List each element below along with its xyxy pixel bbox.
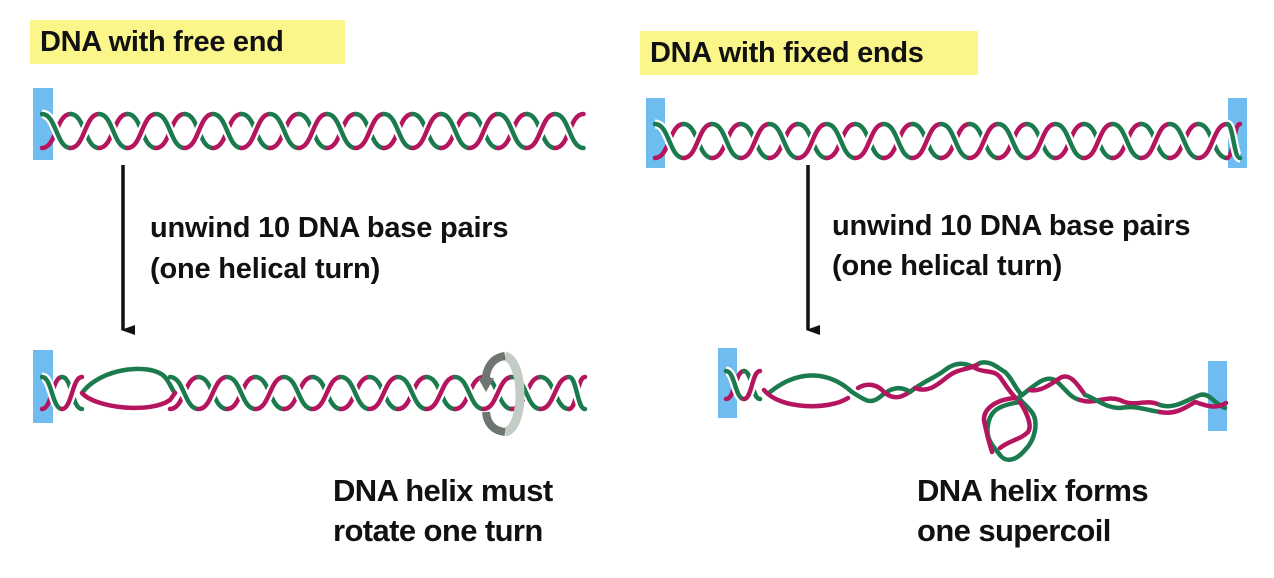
dna-strand-segment	[552, 111, 586, 151]
dna-strand-segment	[481, 374, 515, 412]
dna-strand-segment	[741, 368, 763, 402]
dna-strand-segment	[153, 111, 187, 151]
dna-strand-segment	[296, 111, 330, 151]
unwound-strand-top	[767, 373, 855, 395]
left-result-line1: DNA helix must	[333, 473, 553, 508]
dna-strand-segment	[881, 121, 915, 161]
dna-strand-segment	[210, 111, 244, 151]
dna-strand-segment	[310, 374, 344, 412]
dna-strand-segment	[182, 111, 216, 151]
dna-strand-segment	[849, 385, 913, 404]
right-result-line1: DNA helix forms	[917, 473, 1149, 508]
dna-strand-segment	[281, 374, 315, 412]
dna-strand-segment	[855, 382, 918, 400]
dna-strand-segment	[824, 121, 858, 161]
supercoil-strand	[985, 399, 1023, 458]
dna-helix-bottom-right-supercoiled	[723, 360, 1229, 462]
dna-strand-segment	[495, 111, 529, 151]
dna-strand-segment	[68, 111, 102, 151]
dna-strand-segment	[324, 111, 358, 151]
dna-strand-segment	[910, 121, 944, 161]
dna-strand-segment	[253, 374, 287, 412]
dna-strand-segment	[353, 111, 387, 151]
dna-strand-segment	[912, 360, 983, 392]
right-result-line2: one supercoil	[917, 513, 1111, 548]
dna-strand-segment	[1196, 121, 1230, 161]
dna-strand-segment	[566, 374, 588, 412]
dna-strand-segment	[1167, 121, 1201, 161]
dna-strand-segment	[196, 374, 230, 412]
dna-strand-segment	[995, 121, 1030, 161]
dna-strand-segment	[938, 121, 972, 161]
dna-strand-segment	[96, 111, 130, 151]
dna-helix-bottom-left-unwound	[39, 366, 588, 414]
left-panel-title: DNA with free end	[30, 20, 345, 64]
anchor-bar-top-left	[33, 88, 53, 160]
right-step-label-line2: (one helical turn)	[832, 250, 1063, 282]
dna-strand-segment	[39, 374, 65, 412]
anchor-bar-bottom-right-left	[718, 348, 737, 418]
supercoil-strand	[981, 395, 1017, 455]
dna-strand-segment	[167, 374, 201, 412]
dna-strand-segment	[1157, 392, 1228, 411]
dna-strand-segment	[1077, 396, 1163, 408]
rotation-arrow-icon	[478, 351, 525, 437]
right-step-label-line1: unwind 10 DNA base pairs	[832, 210, 1191, 242]
dna-strand-segment	[1224, 121, 1243, 161]
unwound-strand-bottom	[79, 390, 178, 411]
dna-strand-segment	[967, 121, 1001, 161]
dna-strand-segment	[652, 121, 686, 161]
dna-strand-segment	[395, 374, 429, 412]
dna-strand-segment	[795, 121, 829, 161]
dna-helix-top-left	[39, 109, 586, 153]
anchor-bar-top-right-left	[646, 98, 665, 168]
dna-strand-segment	[907, 361, 978, 395]
dna-strand-segment	[381, 111, 415, 151]
right-panel-title: DNA with fixed ends	[640, 31, 978, 75]
supercoil-strand	[997, 399, 1032, 451]
left-step-label-line1: unwind 10 DNA base pairs	[150, 212, 509, 244]
dna-strand-segment	[977, 360, 1025, 398]
dna-strand-segment	[1027, 374, 1088, 398]
dna-strand-segment	[452, 374, 486, 412]
dna-strand-segment	[59, 374, 85, 412]
dna-strand-segment	[1138, 121, 1173, 161]
dna-strand-segment	[239, 111, 273, 151]
dna-strand-segment	[267, 111, 301, 151]
dna-helix-top-right	[652, 119, 1243, 163]
dna-strand-segment	[39, 111, 73, 151]
dna-strand-segment	[767, 121, 801, 161]
dna-strand-segment	[738, 121, 772, 161]
unwound-strand-top	[79, 366, 178, 396]
left-step-label-line2: (one helical turn)	[150, 253, 381, 285]
dna-strand-segment	[524, 111, 558, 151]
dna-strand-segment	[338, 374, 372, 412]
dna-strand-segment	[1157, 399, 1229, 415]
dna-strand-segment	[424, 374, 458, 412]
unwound-strand-bottom	[761, 387, 851, 409]
dna-strand-segment	[1024, 121, 1058, 161]
dna-strand-segment	[538, 374, 572, 412]
left-result-line2: rotate one turn	[333, 513, 543, 548]
dna-strand-segment	[125, 111, 159, 151]
dna-strand-segment	[467, 111, 501, 151]
dna-strand-segment	[852, 121, 887, 161]
dna-strand-segment	[367, 374, 401, 412]
dna-strand-segment	[1082, 392, 1163, 415]
dna-strand-segment	[1053, 121, 1087, 161]
dna-strand-segment	[709, 121, 744, 161]
dna-strand-segment	[1081, 121, 1115, 161]
dna-strand-segment	[410, 111, 444, 151]
anchor-bar-bottom-right-right	[1208, 361, 1227, 431]
dna-strand-segment	[681, 121, 715, 161]
dna-strand-segment	[438, 111, 472, 151]
dna-strand-segment	[224, 374, 258, 412]
dna-strand-segment	[1110, 121, 1144, 161]
